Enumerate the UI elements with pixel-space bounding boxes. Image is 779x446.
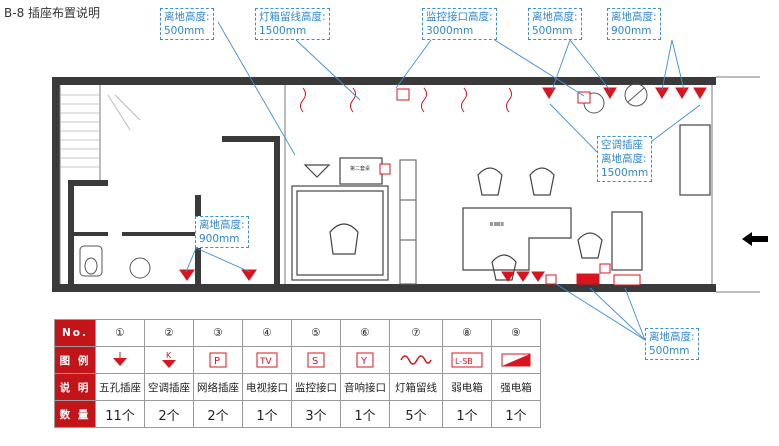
legend-table: No. ① ② ③ ④ ⑤ ⑥ ⑦ ⑧ ⑨ 图 例 K P TV S Y bbox=[54, 319, 541, 428]
legend-desc-1: 五孔插座 bbox=[95, 373, 145, 401]
legend-desc-6: 音响接口 bbox=[340, 373, 390, 401]
staircase bbox=[60, 94, 100, 168]
legend-desc-4: 电视接口 bbox=[242, 373, 292, 401]
callout-height-500-bottom: 离地高度: 500mm bbox=[645, 328, 699, 360]
svg-text:Y: Y bbox=[360, 356, 368, 367]
legend-no-5: ⑤ bbox=[291, 319, 341, 347]
reception-counter bbox=[462, 124, 711, 281]
weak-current-box-icon: L-SB bbox=[442, 346, 492, 374]
legend-qty-2: 2个 bbox=[144, 400, 194, 428]
legend-qty-5: 3个 bbox=[291, 400, 341, 428]
legend-desc-8: 弱电箱 bbox=[442, 373, 492, 401]
svg-text:K: K bbox=[166, 351, 172, 360]
five-hole-socket-icon bbox=[95, 346, 145, 374]
tv-interface-icon: TV bbox=[242, 346, 292, 374]
callout-ac-1500: 空调插座 离地高度: 1500mm bbox=[597, 136, 653, 182]
legend-header-description: 说 明 bbox=[54, 373, 96, 401]
legend-row-number: No. ① ② ③ ④ ⑤ ⑥ ⑦ ⑧ ⑨ bbox=[54, 319, 541, 347]
leader-lines bbox=[185, 21, 701, 341]
monitor-interface-icon: S bbox=[291, 346, 341, 374]
outlet-symbols-bottom bbox=[179, 263, 641, 286]
walls bbox=[52, 77, 716, 292]
legend-qty-1: 11个 bbox=[95, 400, 145, 428]
outlet-symbols-top bbox=[300, 87, 707, 175]
counter-sign: ⅢⅢⅢⅢ bbox=[490, 222, 504, 228]
audio-interface-icon: Y bbox=[340, 346, 390, 374]
screen-sign: 第二套桌 bbox=[350, 165, 370, 172]
legend-qty-3: 2个 bbox=[193, 400, 243, 428]
legend-desc-3: 网络插座 bbox=[193, 373, 243, 401]
legend-row-description: 说 明 五孔插座 空调插座 网络插座 电视接口 监控接口 音响接口 灯箱留线 弱… bbox=[54, 373, 541, 401]
legend-desc-7: 灯箱留线 bbox=[389, 373, 443, 401]
legend-qty-9: 1个 bbox=[491, 400, 541, 428]
legend-row-symbol: 图 例 K P TV S Y L-SB bbox=[54, 346, 541, 374]
legend-desc-2: 空调插座 bbox=[144, 373, 194, 401]
legend-no-9: ⑨ bbox=[491, 319, 541, 347]
strong-current-box-icon bbox=[491, 346, 541, 374]
lightbox-wire-icon bbox=[389, 346, 443, 374]
desk-area bbox=[291, 157, 389, 281]
ac-socket-icon: K bbox=[144, 346, 194, 374]
legend-desc-5: 监控接口 bbox=[291, 373, 341, 401]
legend-no-1: ① bbox=[95, 319, 145, 347]
legend-header-symbol: 图 例 bbox=[54, 346, 96, 374]
legend-qty-8: 1个 bbox=[442, 400, 492, 428]
lightbox-column bbox=[399, 159, 417, 285]
legend-row-quantity: 数 量 11个 2个 2个 1个 3个 1个 5个 1个 1个 bbox=[54, 400, 541, 428]
callout-monitor-3000: 监控接口高度: 3000mm bbox=[422, 8, 497, 40]
legend-qty-6: 1个 bbox=[340, 400, 390, 428]
callout-height-900-right: 离地高度: 900mm bbox=[607, 8, 661, 40]
callout-height-500-right: 离地高度: 500mm bbox=[528, 8, 582, 40]
legend-desc-9: 强电箱 bbox=[491, 373, 541, 401]
legend-qty-7: 5个 bbox=[389, 400, 443, 428]
legend-no-6: ⑥ bbox=[340, 319, 390, 347]
legend-no-4: ④ bbox=[242, 319, 292, 347]
callout-lightbox-1500: 灯箱留线高度: 1500mm bbox=[255, 8, 330, 40]
legend-no-3: ③ bbox=[193, 319, 243, 347]
svg-text:TV: TV bbox=[259, 357, 272, 367]
legend-no-2: ② bbox=[144, 319, 194, 347]
legend-header-no: No. bbox=[54, 319, 96, 347]
svg-text:P: P bbox=[214, 356, 220, 367]
legend-no-8: ⑧ bbox=[442, 319, 492, 347]
callout-height-500-left: 离地高度: 500mm bbox=[160, 8, 214, 40]
page-title: B-8 插座布置说明 bbox=[4, 6, 101, 20]
callout-height-900-left: 离地高度: 900mm bbox=[195, 216, 249, 248]
legend-header-quantity: 数 量 bbox=[54, 400, 96, 428]
entrance-arrow-icon bbox=[742, 232, 768, 246]
legend-qty-4: 1个 bbox=[242, 400, 292, 428]
network-socket-icon: P bbox=[193, 346, 243, 374]
svg-text:S: S bbox=[312, 356, 318, 367]
washroom-fixtures bbox=[79, 245, 151, 279]
legend-no-7: ⑦ bbox=[389, 319, 443, 347]
svg-text:L-SB: L-SB bbox=[455, 357, 473, 366]
